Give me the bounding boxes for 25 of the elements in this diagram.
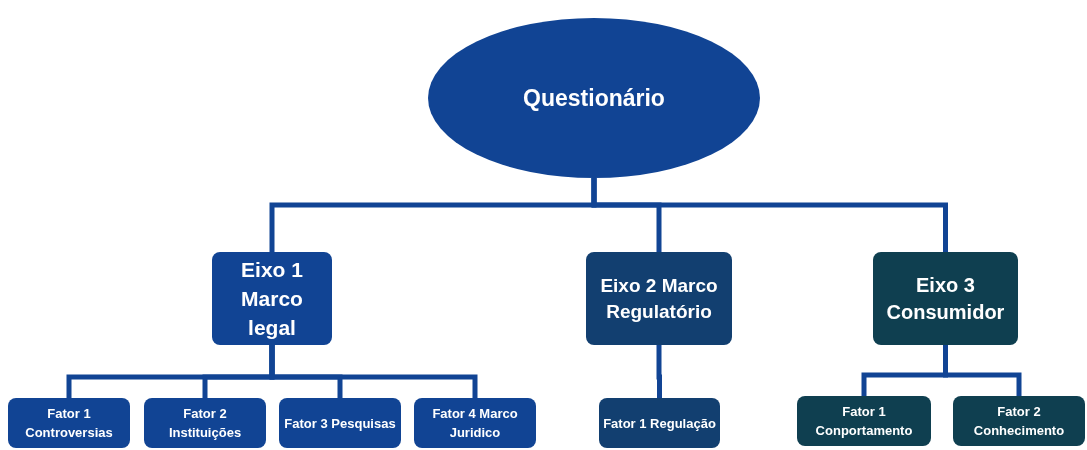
axis-box bbox=[873, 252, 1018, 345]
factor-box bbox=[414, 398, 536, 448]
node-label: Eixo 3 Consumidor bbox=[885, 272, 1006, 325]
node-label: Eixo 2 Marco Regulatório bbox=[599, 273, 719, 324]
node-label: Fator 1 Controversias bbox=[24, 405, 114, 442]
node-label: Questionário bbox=[522, 83, 666, 113]
factor-box bbox=[797, 396, 931, 446]
factor-box bbox=[144, 398, 266, 448]
connector-line bbox=[269, 345, 478, 398]
connector-line bbox=[943, 345, 1022, 396]
factor-box bbox=[599, 398, 720, 448]
connector-line bbox=[656, 345, 662, 398]
factor-box bbox=[8, 398, 130, 448]
factor-box bbox=[279, 398, 401, 448]
node-label: Fator 2 Conhecimento bbox=[972, 403, 1066, 440]
node-label: Fator 4 Marco Juridico bbox=[431, 405, 519, 442]
axis-box bbox=[212, 252, 332, 345]
connector-line bbox=[591, 178, 948, 252]
factor-box bbox=[953, 396, 1085, 446]
node-label: Eixo 1 Marco legal bbox=[240, 257, 304, 341]
node-label: Fator 1 Conportamento bbox=[814, 403, 914, 440]
node-label: Fator 1 Regulação bbox=[602, 414, 717, 433]
node-label: Fator 2 Instituições bbox=[167, 405, 243, 442]
node-label: Fator 3 Pesquisas bbox=[283, 414, 397, 433]
axis-box bbox=[586, 252, 732, 345]
